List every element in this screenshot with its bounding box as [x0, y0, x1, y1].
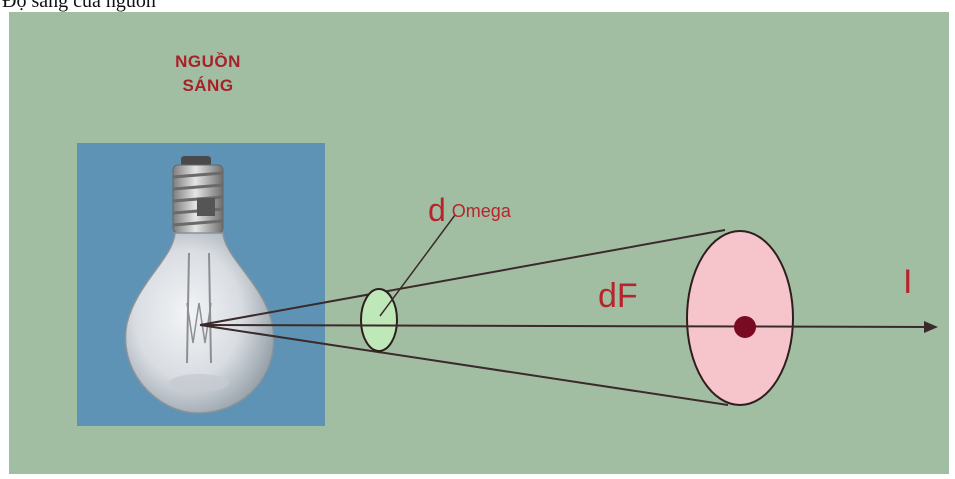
intensity-label: I [903, 263, 912, 302]
omega-leader-line [380, 215, 455, 316]
d-letter: d [428, 192, 446, 228]
solid-angle-ellipse [361, 289, 397, 351]
flux-label: dF [598, 277, 638, 316]
axis-line [200, 325, 928, 327]
d-omega-label: d Omega [428, 192, 511, 229]
omega-word: Omega [452, 201, 511, 221]
arrow-head-icon [924, 321, 938, 333]
cone-bottom-line [200, 325, 728, 405]
center-dot [734, 316, 756, 338]
cone-top-line [200, 230, 725, 325]
